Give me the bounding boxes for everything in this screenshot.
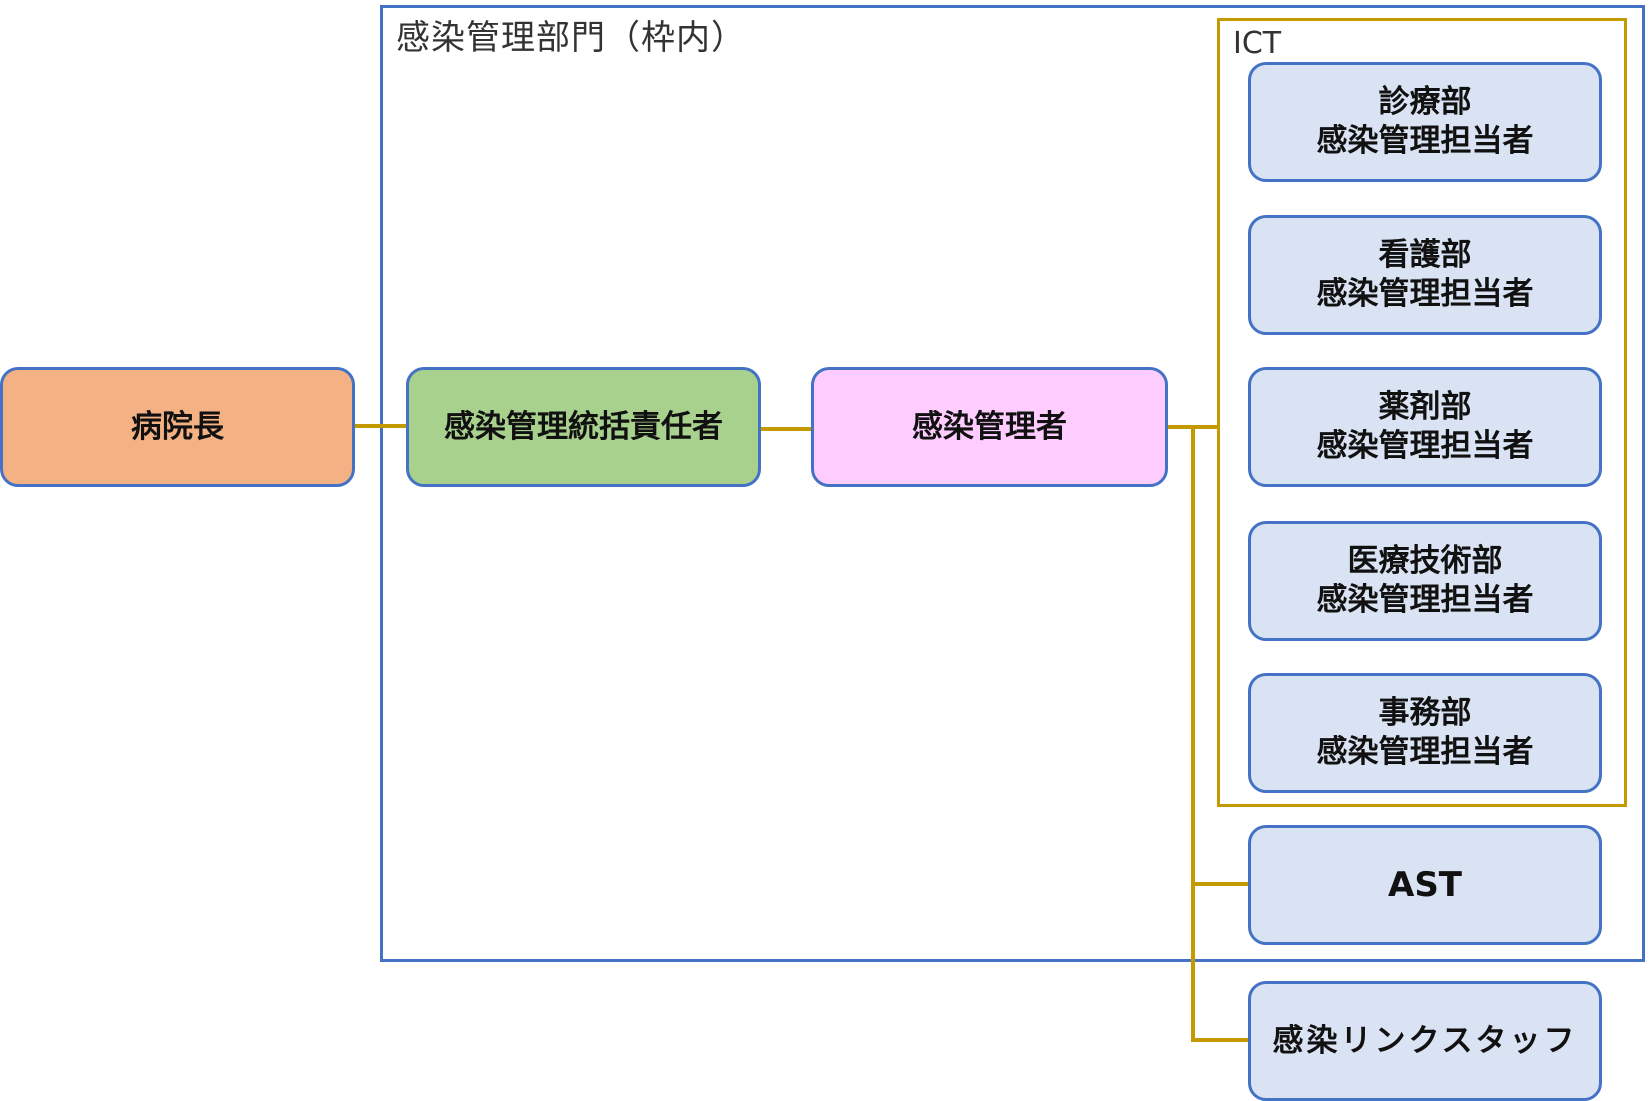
infection-control-department-frame bbox=[380, 5, 1645, 962]
node-hospital-director: 病院長 bbox=[0, 367, 355, 487]
node-label: AST bbox=[1388, 864, 1462, 905]
node-label: 病院長 bbox=[131, 408, 224, 445]
node-dept-label: 事務部 bbox=[1378, 695, 1472, 731]
node-infection-control-chief: 感染管理統括責任者 bbox=[406, 367, 761, 487]
node-ict-medical-technology-dept: 医療技術部 感染管理担当者 bbox=[1248, 521, 1602, 641]
node-ast: AST bbox=[1248, 825, 1602, 945]
node-ict-administration-dept: 事務部 感染管理担当者 bbox=[1248, 673, 1602, 793]
infection-control-department-label: 感染管理部門（枠内） bbox=[396, 18, 746, 58]
node-dept-label: 医療技術部 bbox=[1347, 543, 1503, 579]
node-role-label: 感染管理担当者 bbox=[1316, 276, 1534, 312]
node-label: 感染管理者 bbox=[912, 408, 1067, 445]
ict-frame bbox=[1217, 18, 1627, 807]
connector-director-chief bbox=[355, 424, 407, 428]
connector-manager-trunk bbox=[1191, 425, 1195, 1042]
node-dept-label: 薬剤部 bbox=[1378, 389, 1472, 425]
node-label: 感染管理統括責任者 bbox=[444, 408, 723, 445]
node-ict-medical-dept: 診療部 感染管理担当者 bbox=[1248, 62, 1602, 182]
node-dept-label: 診療部 bbox=[1378, 84, 1472, 120]
node-dept-label: 看護部 bbox=[1378, 237, 1472, 273]
node-label: 感染リンクスタッフ bbox=[1272, 1022, 1578, 1059]
connector-chief-manager bbox=[761, 427, 812, 431]
node-role-label: 感染管理担当者 bbox=[1316, 428, 1534, 464]
connector-trunk-link-staff bbox=[1191, 1038, 1249, 1042]
node-role-label: 感染管理担当者 bbox=[1316, 734, 1534, 770]
node-ict-pharmacy-dept: 薬剤部 感染管理担当者 bbox=[1248, 367, 1602, 487]
connector-trunk-ast bbox=[1191, 882, 1249, 886]
node-infection-link-staff: 感染リンクスタッフ bbox=[1248, 981, 1602, 1101]
node-role-label: 感染管理担当者 bbox=[1316, 123, 1534, 159]
node-infection-control-manager: 感染管理者 bbox=[811, 367, 1168, 487]
node-ict-nursing-dept: 看護部 感染管理担当者 bbox=[1248, 215, 1602, 335]
node-role-label: 感染管理担当者 bbox=[1316, 582, 1534, 618]
ict-label: ICT bbox=[1233, 26, 1282, 61]
